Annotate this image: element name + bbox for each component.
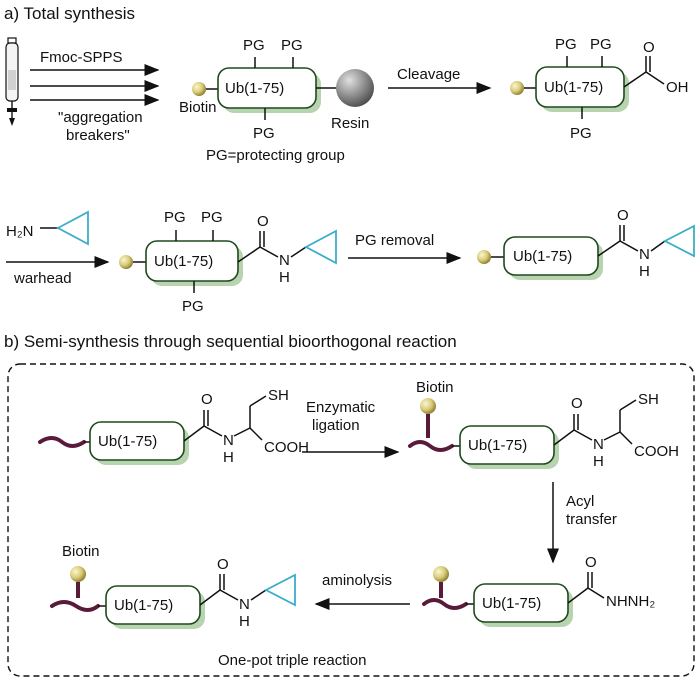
wavy-chain-icon	[38, 436, 86, 448]
protected-ub-acid: Ub(1-75) PG PG PG O OH	[510, 36, 689, 142]
svg-text:Ub(1-75): Ub(1-75)	[482, 595, 541, 612]
section-a-title: a) Total synthesis	[4, 4, 135, 23]
svg-text:PG: PG	[555, 36, 577, 53]
fmoc-spps-label: Fmoc-SPPS	[40, 49, 123, 66]
biotin-ball-icon	[510, 81, 524, 95]
svg-text:N: N	[279, 252, 290, 269]
ub-cys-conjugate: Ub(1-75) O N H SH COOH	[38, 387, 309, 466]
svg-text:O: O	[571, 395, 583, 412]
aggregation-label-1: "aggregation	[58, 109, 143, 126]
aggregation-label-2: breakers"	[66, 127, 130, 144]
svg-text:H: H	[239, 613, 250, 630]
svg-text:H: H	[223, 449, 234, 466]
resin-bead-icon	[336, 69, 374, 107]
svg-text:PG: PG	[253, 125, 275, 142]
svg-text:PG: PG	[281, 37, 303, 54]
svg-text:H₂N: H₂N	[6, 223, 34, 240]
pg-note: PG=protecting group	[206, 147, 345, 164]
enzymatic-label-1: Enzymatic	[306, 399, 376, 416]
warhead-triangle-icon	[663, 224, 695, 258]
warhead-amine: H₂N	[6, 210, 89, 246]
ub-box-a3	[145, 240, 239, 282]
spps-column-icon	[5, 37, 19, 126]
warhead-triangle-icon	[56, 210, 89, 246]
svg-text:N: N	[223, 432, 234, 449]
aminolysis-label: aminolysis	[322, 572, 392, 589]
svg-text:Ub(1-75): Ub(1-75)	[513, 248, 572, 265]
enzymatic-label-2: ligation	[312, 417, 360, 434]
protected-ub-resin: Biotin Ub(1-75) PG PG PG Resin	[179, 37, 374, 142]
warhead-label: warhead	[13, 270, 72, 287]
resin-label: Resin	[331, 115, 369, 132]
svg-text:PG: PG	[590, 36, 612, 53]
svg-text:Ub(1-75): Ub(1-75)	[225, 80, 284, 97]
svg-text:COOH: COOH	[634, 443, 679, 460]
warhead-triangle-icon	[264, 573, 296, 607]
biotin-label-b1: Biotin	[416, 379, 454, 396]
biotin-ub-cys-conjugate: Biotin Ub(1-75) O N H SH COOH	[408, 379, 679, 470]
acyl-label-2: transfer	[566, 511, 617, 528]
biotin-ball-icon	[433, 566, 449, 582]
svg-text:Ub(1-75): Ub(1-75)	[114, 597, 173, 614]
biotin-ub-warhead-probe: Biotin Ub(1-75) O N H	[50, 543, 296, 630]
svg-text:PG: PG	[201, 209, 223, 226]
svg-text:Ub(1-75): Ub(1-75)	[98, 433, 157, 450]
cleavage-label: Cleavage	[397, 66, 460, 83]
biotin-ub-hydrazide: Ub(1-75) O NHNH₂	[422, 554, 655, 627]
svg-text:O: O	[257, 213, 269, 230]
svg-text:N: N	[593, 436, 604, 453]
svg-text:Ub(1-75): Ub(1-75)	[154, 253, 213, 270]
pg-removal-label: PG removal	[355, 232, 434, 249]
svg-text:O: O	[201, 391, 213, 408]
svg-text:H: H	[279, 269, 290, 286]
wavy-chain-icon	[422, 598, 468, 610]
svg-text:NHNH₂: NHNH₂	[606, 593, 655, 610]
svg-text:O: O	[643, 39, 655, 56]
biotin-ball-icon	[420, 398, 436, 414]
protected-ub-warhead: Ub(1-75) PG PG PG O N H	[119, 209, 337, 315]
svg-text:COOH: COOH	[264, 439, 309, 456]
warhead-triangle-icon	[304, 229, 337, 265]
section-b-title: b) Semi-synthesis through sequential bio…	[4, 332, 457, 351]
one-pot-dashed-box	[7, 363, 695, 677]
svg-text:PG: PG	[243, 37, 265, 54]
ub-warhead-probe: Ub(1-75) O N H	[477, 207, 695, 280]
svg-text:PG: PG	[182, 298, 204, 315]
svg-text:Ub(1-75): Ub(1-75)	[468, 437, 527, 454]
ub-box-a4	[503, 236, 599, 276]
biotin-ball-icon	[192, 82, 206, 96]
svg-text:Ub(1-75): Ub(1-75)	[544, 79, 603, 96]
svg-text:SH: SH	[638, 391, 659, 408]
biotin-label-b2: Biotin	[62, 543, 100, 560]
svg-text:PG: PG	[570, 125, 592, 142]
svg-text:H: H	[593, 453, 604, 470]
svg-text:SH: SH	[268, 387, 289, 404]
biotin-label-a1: Biotin	[179, 99, 217, 116]
biotin-ball-icon	[70, 566, 86, 582]
biotin-ball-icon	[477, 250, 491, 264]
svg-text:O: O	[617, 207, 629, 224]
svg-text:O: O	[585, 554, 597, 571]
svg-text:PG: PG	[164, 209, 186, 226]
svg-text:O: O	[217, 556, 229, 573]
one-pot-label: One-pot triple reaction	[218, 652, 366, 669]
biotin-ball-icon	[119, 255, 133, 269]
wavy-chain-icon	[408, 440, 454, 452]
wavy-chain-icon	[50, 600, 100, 612]
svg-text:H: H	[639, 263, 650, 280]
svg-text:OH: OH	[666, 79, 689, 96]
svg-text:N: N	[639, 246, 650, 263]
svg-text:N: N	[239, 596, 250, 613]
acyl-label-1: Acyl	[566, 493, 594, 510]
